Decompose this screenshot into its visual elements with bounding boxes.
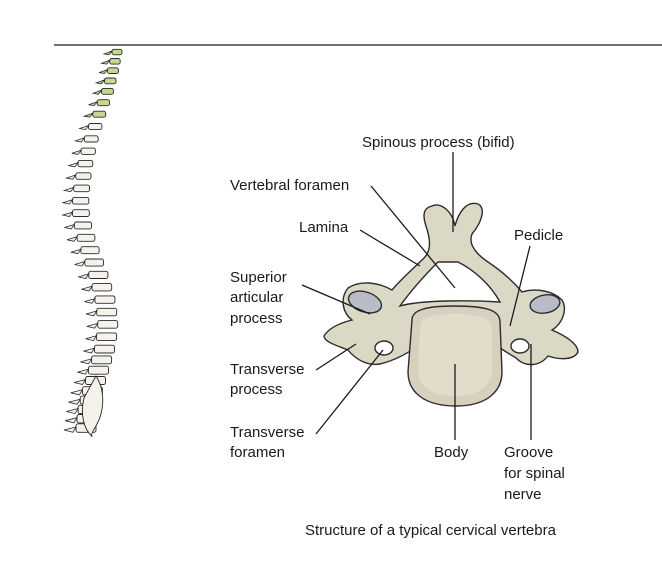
spine-process [74,260,86,267]
spine-vertebra [111,48,123,56]
spine-process [67,161,80,168]
sacrum [81,375,104,437]
spine-vertebra [94,344,115,354]
spine-process [68,398,82,405]
label-superior-line-1: Superior [230,269,287,286]
leader-vertebral-foramen [370,185,456,289]
label-body: Body [434,444,469,461]
labels: Spinous process (bifid) Vertebral forame… [230,134,565,503]
label-groove-line-3: nerve [504,486,542,503]
spine-process [73,378,87,385]
spine-vertebra [101,87,114,95]
spine-vertebra [72,196,90,205]
vertebral-body-surface [418,314,492,396]
spine-vertebra [88,365,109,375]
spine-vertebra [96,307,118,317]
spine-process [73,137,86,143]
label-transverse-foramen-line-2: foramen [230,444,285,461]
spine-vertebra [80,246,100,255]
label-spinous-process: Spinous process (bifid) [362,134,515,151]
right-transverse-foramen [510,338,530,354]
spine-process [61,198,74,205]
left-transverse-foramen [374,340,394,356]
spine-process [81,285,93,292]
spine-vertebra [96,99,111,107]
spine-process [100,59,111,65]
spine-process [78,273,90,279]
spine-vertebra [83,135,99,143]
spine-vertebra [106,67,119,74]
spine-vertebra [76,233,96,242]
spine-vertebra [88,123,103,131]
label-pedicle: Pedicle [514,227,563,244]
spine-process [78,124,90,131]
spine-vertebra [104,77,117,85]
spine-process [66,236,79,242]
spine-process [77,368,90,375]
spine-vertebra [72,209,90,217]
label-groove-line-2: for spinal [504,465,565,482]
spine-process [98,68,109,74]
spine-vertebra [97,320,119,329]
label-lamina: Lamina [299,219,349,236]
spine-process [64,174,77,180]
spine-vertebra [75,172,92,180]
spine-process [88,100,99,107]
spine-vertebra [80,147,96,155]
spine-process [94,79,106,85]
spine-process [85,310,98,317]
spine-vertebra [73,221,93,230]
spine-vertebra [91,355,113,365]
spine-process [102,50,114,56]
figure-caption: Structure of a typical cervical vertebra [305,522,557,539]
spine-vertebra [88,270,109,279]
spine-process [85,335,98,342]
label-vertebral-foramen: Vertebral foramen [230,177,349,194]
spine-process [91,89,103,95]
spine-process [64,223,76,230]
spine-vertebra [96,332,117,342]
label-groove-line-1: Groove [504,444,553,461]
spine-process [61,211,74,217]
cervical-vertebra-illustration [323,202,579,407]
spine-process [65,417,78,424]
spine-process [71,149,83,155]
spine-process [80,358,93,365]
left-articular-facet [347,290,383,314]
label-transverse-process-line-1: Transverse [230,361,304,378]
spine-process [70,248,82,255]
label-superior-line-2: articular [230,289,283,306]
leader-transverse-foramen [315,349,384,435]
spine-process [86,322,99,329]
vertebral-foramen-opening [398,261,502,308]
spine-process [63,426,77,433]
label-transverse-process-line-2: process [230,381,283,398]
leader-transverse-process [315,343,357,371]
leader-pedicle [509,245,531,327]
spine-vertebra [77,159,94,168]
spine-vertebra [109,58,121,65]
spine-process [62,186,75,193]
label-transverse-foramen-line-1: Transverse [230,424,304,441]
spine-vertebra [73,184,90,193]
spine-vertebra [91,283,113,292]
spinal-column-illustration [61,48,123,437]
leader-lamina [359,229,421,267]
leader-superior-articular [301,284,371,315]
label-superior-line-3: process [230,310,283,327]
spine-vertebra [94,295,116,304]
spine-vertebra [92,110,107,118]
spine-vertebra [84,258,104,267]
right-articular-facet [529,294,561,314]
leader-lines [301,152,532,440]
spine-process [83,347,96,354]
spine-process [82,112,94,118]
spine-process [84,297,96,304]
spine-process [70,389,84,396]
spine-process [66,407,79,415]
